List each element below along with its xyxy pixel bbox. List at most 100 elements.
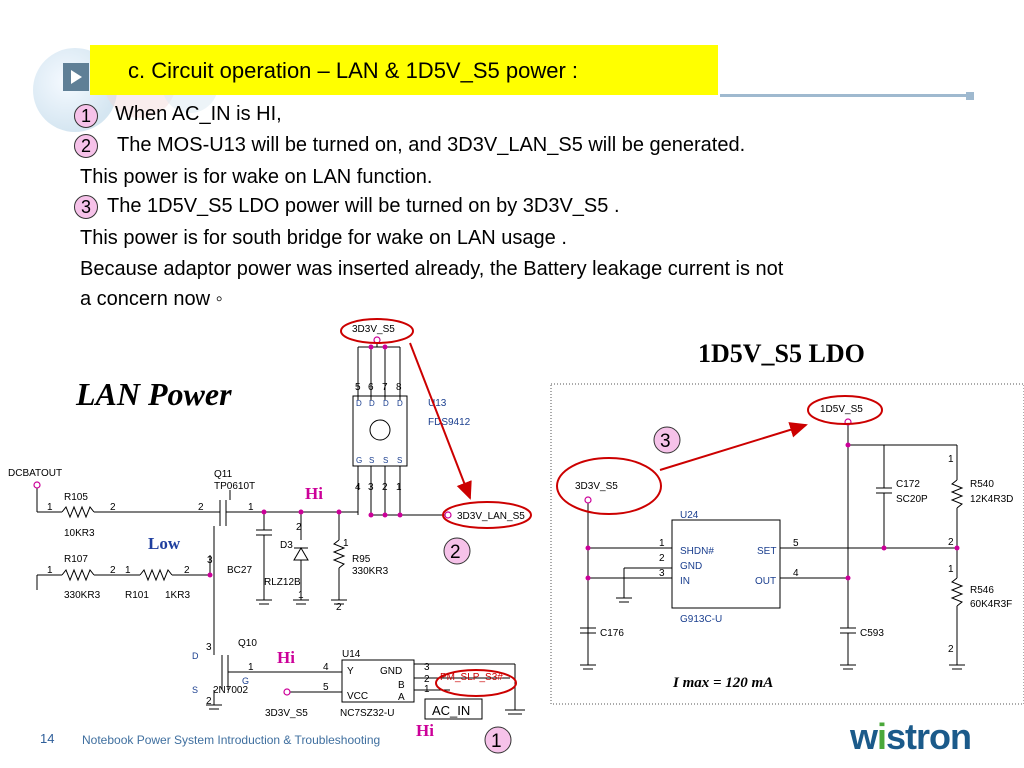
u14-gnd: GND — [380, 666, 402, 677]
state-hi-q10: Hi — [277, 648, 295, 667]
r546-label: R546 — [970, 585, 994, 596]
d3-pin-2: 2 — [296, 522, 302, 533]
marker-3: 3 — [660, 431, 671, 452]
step-2-marker: 2 — [74, 134, 98, 158]
ldo-net-out: 1D5V_S5 — [820, 404, 863, 415]
r107-value: 330KR3 — [64, 590, 101, 601]
c593-label: C593 — [860, 628, 884, 639]
c172-value: SC20P — [896, 494, 928, 505]
footer-text: Notebook Power System Introduction & Tro… — [82, 733, 381, 747]
step-1-text: When AC_IN is HI, — [115, 103, 282, 125]
q10-pin-2: 2 — [206, 696, 212, 707]
net-terminals — [33, 336, 852, 696]
d3-pn: BC27 — [227, 565, 252, 576]
junctions — [207, 344, 960, 581]
u14-pin-1: 1 — [424, 684, 430, 695]
q10-label: Q10 — [238, 638, 257, 649]
r540-pin-2: 2 — [948, 537, 954, 548]
r95-pin-1: 1 — [343, 538, 349, 549]
q11-label: Q11 — [214, 469, 233, 480]
u24-shdn: SHDN# — [680, 546, 714, 557]
r546-pin-2: 2 — [948, 644, 954, 655]
u24-out: OUT — [755, 576, 776, 587]
state-low: Low — [148, 534, 181, 553]
ldo-border — [550, 383, 1024, 705]
q11-pin-2: 2 — [198, 502, 204, 513]
r105-pin-1: 1 — [47, 502, 53, 513]
q10-pin-1: 1 — [248, 662, 254, 673]
r105-pin-2: 2 — [110, 502, 116, 513]
u13-d-1: D — [356, 399, 362, 408]
q10-g-label: G — [242, 676, 249, 686]
header-square-icon — [966, 92, 974, 100]
u14-pin-5: 5 — [323, 682, 329, 693]
u13-d-2: D — [369, 399, 375, 408]
r107-pin-1: 1 — [47, 565, 53, 576]
rlz-label: RLZ12B — [264, 577, 301, 588]
q10-s-label: S — [192, 685, 198, 695]
ldo-labels: 3D3V_S5 1D5V_S5 U24 G913C-U SHDN# GND IN… — [575, 404, 1013, 655]
u13-s-3: S — [397, 456, 402, 465]
u14-label: U14 — [342, 649, 361, 660]
step-1-marker: 1 — [74, 104, 98, 128]
page-number: 14 — [40, 731, 55, 746]
r540-value: 12K4R3D — [970, 494, 1013, 505]
u14-pin-2: 2 — [424, 674, 430, 685]
r101-pin-1: 1 — [125, 565, 131, 576]
r107-label: R107 — [64, 554, 88, 565]
acin-box — [424, 698, 483, 720]
u24-set: SET — [757, 546, 776, 557]
net-dcbatout: DCBATOUT — [8, 468, 62, 479]
u13-pin-3: 3 — [368, 482, 374, 493]
step-3-marker: 3 — [74, 195, 98, 219]
net-acin: AC_IN — [432, 703, 470, 718]
u13-s-1: S — [369, 456, 374, 465]
lan-heading: LAN Power — [75, 376, 232, 412]
state-hi-q11: Hi — [305, 484, 323, 503]
r105-label: R105 — [64, 492, 88, 503]
net-pm-slp-s3: PM_SLP_S3# — [440, 672, 503, 683]
header-rule — [720, 94, 968, 97]
d3-label: D3 — [280, 540, 293, 551]
u24-in: IN — [680, 576, 690, 587]
r95-value: 330KR3 — [352, 566, 389, 577]
u14-vcc: VCC — [347, 691, 368, 702]
u13-pin-1: 1 — [396, 482, 402, 493]
logo-part-1: w — [850, 716, 878, 757]
u14-pin-4: 4 — [323, 662, 329, 673]
u13-s-2: S — [383, 456, 388, 465]
u14-pin-3: 3 — [424, 662, 430, 673]
lan-labels: 3D3V_S5 3D3V_LAN_S5 DCBATOUT U13 FDS9412… — [8, 324, 525, 719]
u13-pn: FDS9412 — [428, 417, 471, 428]
r546-pin-1: 1 — [948, 564, 954, 575]
u14-pn: NC7SZ32-U — [340, 708, 394, 719]
ldo-net-in: 3D3V_S5 — [575, 481, 618, 492]
u13-pin-6: 6 — [368, 382, 374, 393]
u24-pin-5: 5 — [793, 538, 799, 549]
play-icon — [63, 63, 89, 91]
u24-label: U24 — [680, 510, 699, 521]
r101-label: R101 — [125, 590, 149, 601]
state-hi-acin: Hi — [416, 721, 434, 740]
u13-g: G — [356, 456, 362, 465]
q10-pin-3: 3 — [206, 642, 212, 653]
battery-note-1: Because adaptor power was inserted alrea… — [80, 258, 784, 280]
marker-1: 1 — [491, 731, 502, 752]
r546-value: 60K4R3F — [970, 599, 1012, 610]
u14-y: Y — [347, 666, 354, 677]
u24-pin-4: 4 — [793, 568, 799, 579]
u13-pin-8: 8 — [396, 382, 402, 393]
marker-2: 2 — [450, 542, 461, 563]
step-2-text: The MOS-U13 will be turned on, and 3D3V_… — [117, 134, 746, 156]
u13-d-4: D — [397, 399, 403, 408]
slide-title: c. Circuit operation – LAN & 1D5V_S5 pow… — [90, 45, 718, 95]
u13-pin-2: 2 — [382, 482, 388, 493]
annotations — [340, 318, 883, 697]
r95-label: R95 — [352, 554, 371, 565]
battery-note-2: a concern now ◦ — [80, 288, 223, 310]
u24-pin-1: 1 — [659, 538, 665, 549]
markers: 2 3 1 — [443, 426, 681, 754]
u13-label: U13 — [428, 398, 447, 409]
u13-pin-7: 7 — [382, 382, 388, 393]
